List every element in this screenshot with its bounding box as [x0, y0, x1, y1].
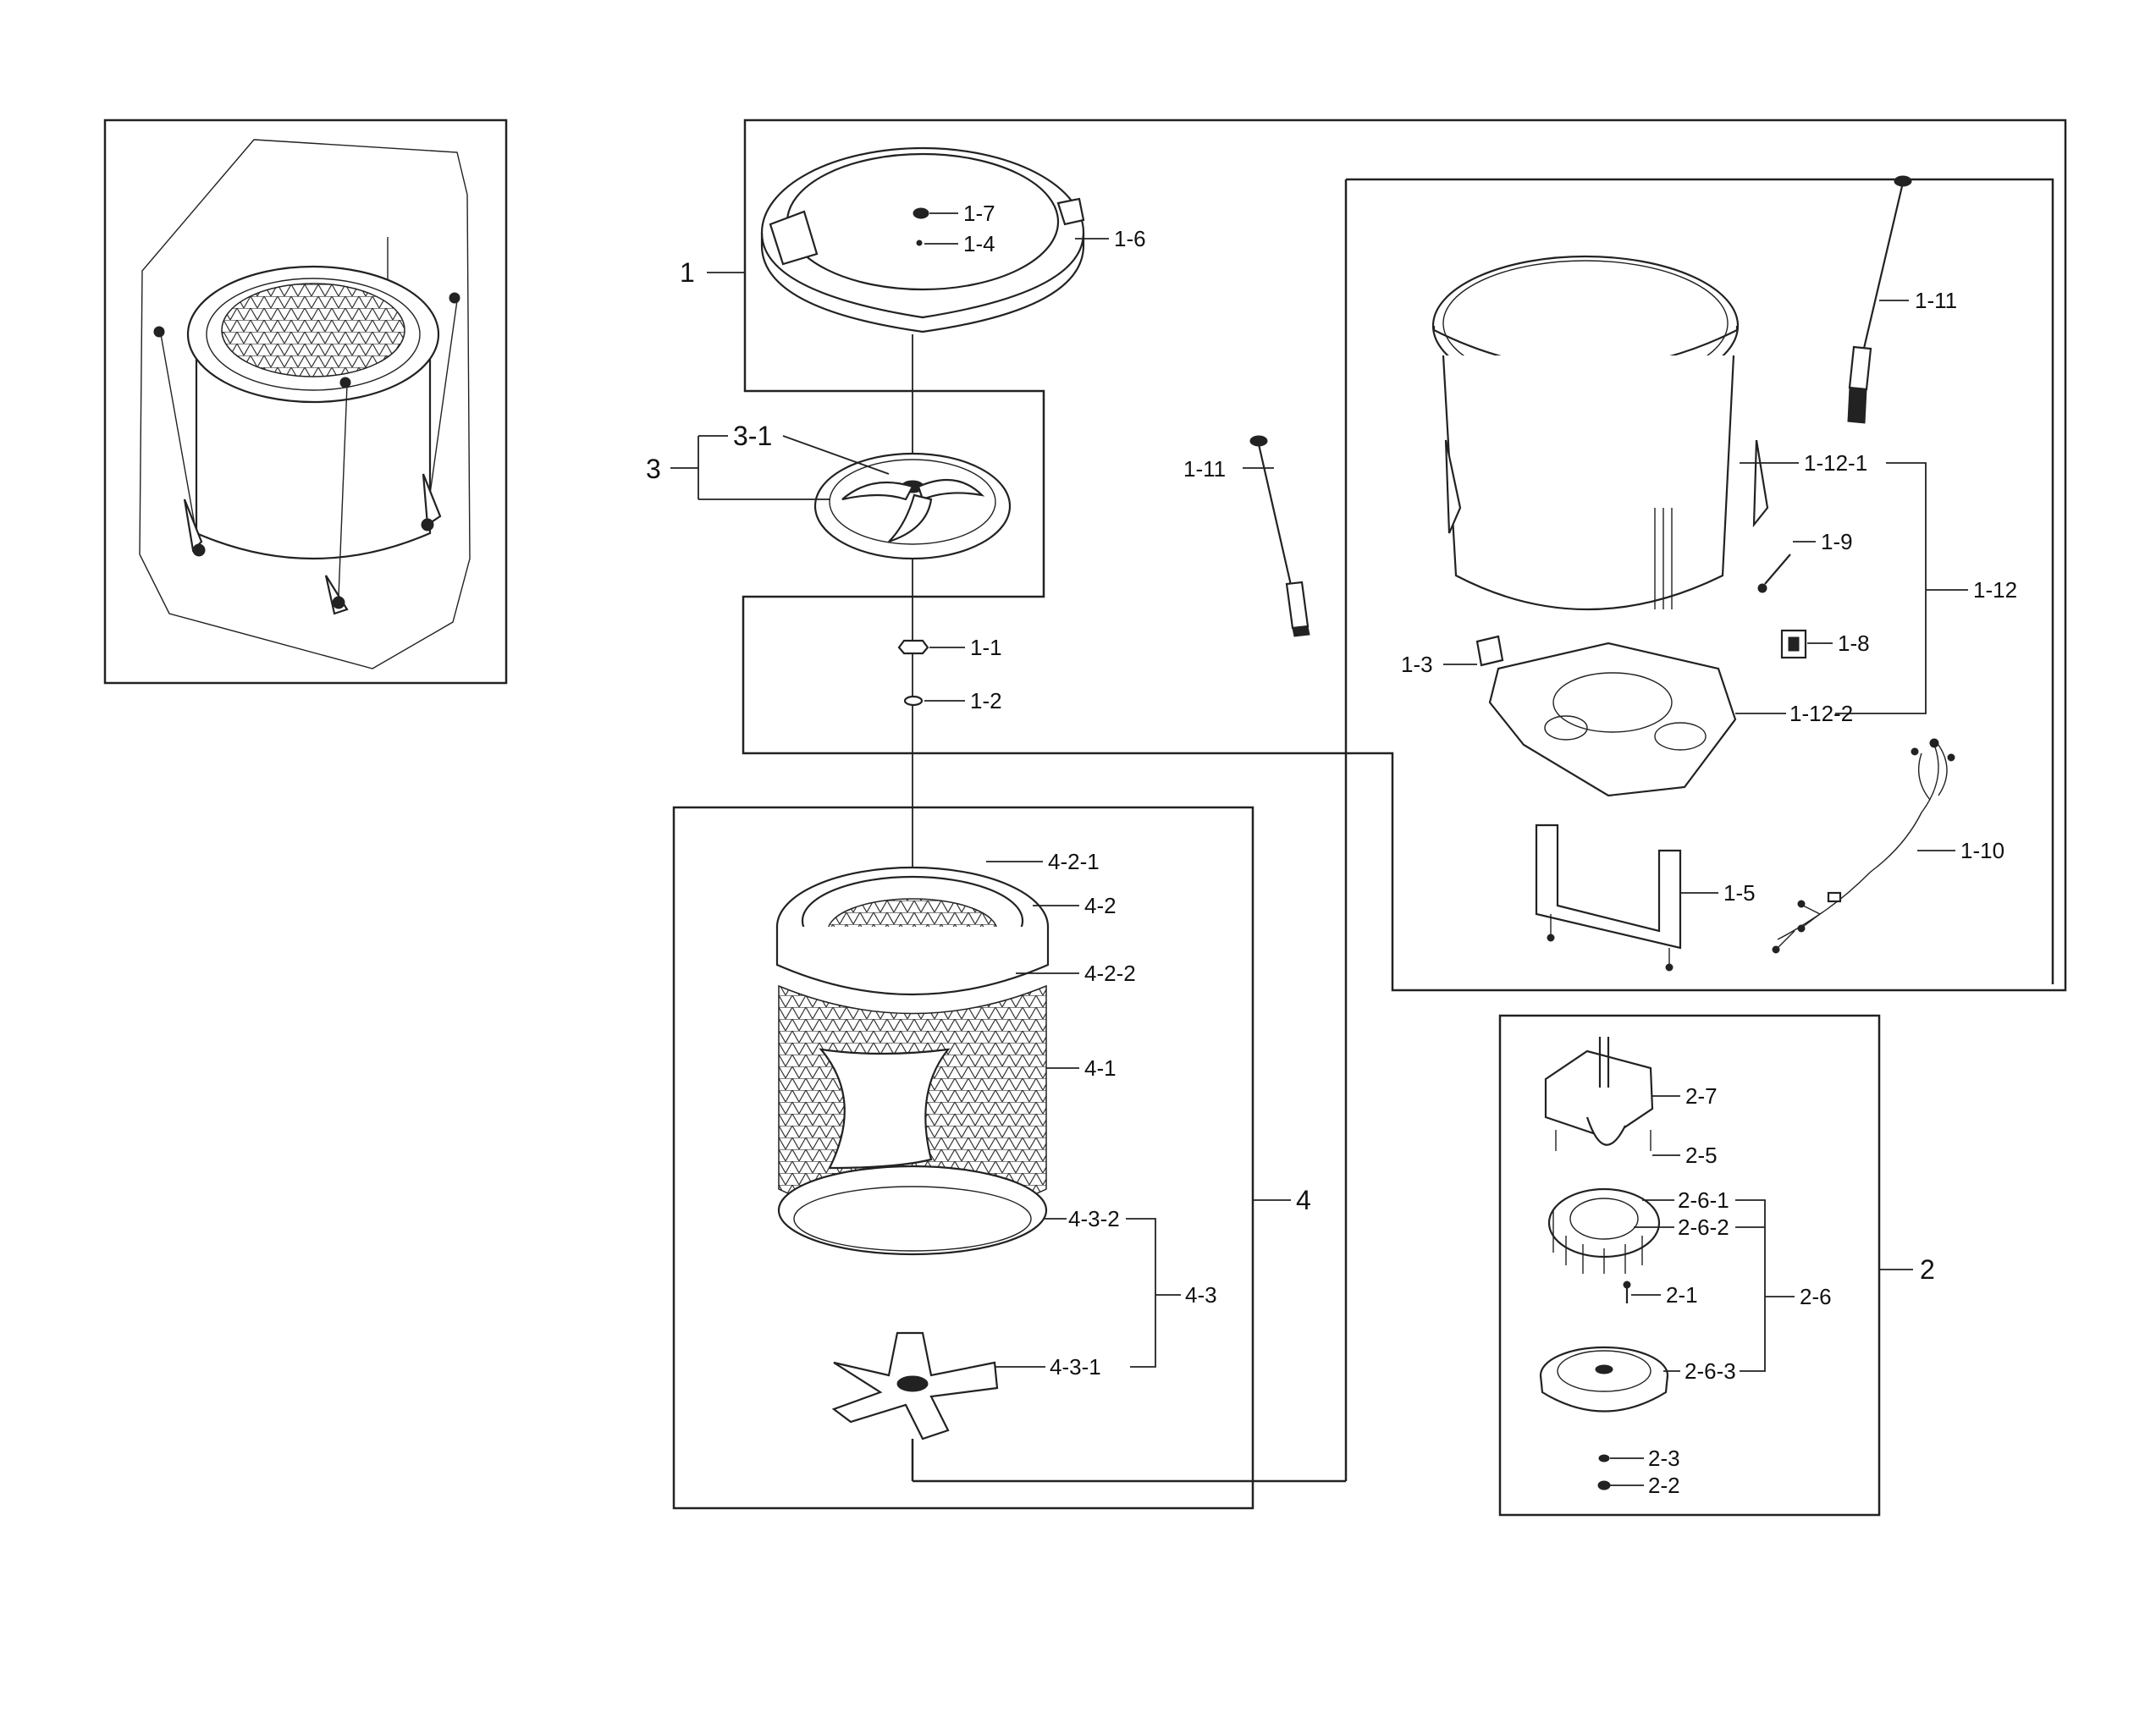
- callout-1-11-left: 1-11: [1183, 456, 1226, 482]
- assembly-1-outline: [742, 118, 2067, 1483]
- callout-4: 4: [1296, 1185, 1311, 1215]
- callout-1-11-right: 1-11: [1915, 288, 1957, 313]
- callout-4-2: 4-2: [1084, 893, 1117, 918]
- callout-3: 3: [646, 454, 661, 484]
- overview-inset: [103, 118, 508, 685]
- callout-1-8: 1-8: [1838, 631, 1870, 656]
- callout-4-2-1: 4-2-1: [1048, 849, 1100, 874]
- callout-4-3: 4-3: [1185, 1282, 1217, 1308]
- assembly-4-frame: [672, 806, 1254, 1510]
- callout-1-6: 1-6: [1114, 226, 1146, 251]
- tub-base-part: [1488, 642, 1737, 797]
- callout-2-2: 2-2: [1648, 1473, 1680, 1498]
- suspension-rod-right: [1847, 175, 1912, 424]
- callout-1-4: 1-4: [963, 231, 995, 256]
- callout-4-3-2: 4-3-2: [1068, 1206, 1120, 1231]
- callout-1-1: 1-1: [970, 635, 1002, 660]
- callout-4-2-2: 4-2-2: [1084, 961, 1136, 986]
- flange-shaft-part: [831, 1331, 999, 1440]
- assembly-2-outline: [1498, 1014, 1881, 1517]
- callout-1-12: 1-12: [1973, 577, 2017, 603]
- callout-1-5: 1-5: [1723, 880, 1756, 906]
- callout-1-12-1: 1-12-1: [1804, 450, 1867, 476]
- rotor-part: [1539, 1346, 1669, 1413]
- assembly-1-frame: [742, 118, 2067, 992]
- motor-bracket-part: [1535, 823, 1682, 972]
- callout-2-3: 2-3: [1648, 1446, 1680, 1471]
- callout-2: 2: [1920, 1254, 1935, 1285]
- assembly-2-frame: [1498, 1014, 1881, 1517]
- callout-labels: 1 1-7 1-4 1-6 3 3-1 1-1 1-2 1-11 1-11 1-…: [646, 201, 2017, 1498]
- callout-1: 1: [680, 257, 695, 288]
- callout-3-1: 3-1: [733, 421, 772, 451]
- tub-cover-part: [760, 146, 1085, 333]
- nut-2-2-part: [1597, 1480, 1611, 1490]
- stator-part: [1547, 1187, 1661, 1274]
- bearing-housing-part: [1544, 1037, 1654, 1151]
- overview-cabinet-outline: [139, 139, 471, 669]
- callout-1-12-2: 1-12-2: [1789, 701, 1853, 726]
- sensor-part: [1757, 554, 1791, 593]
- assembly-4-outline: [672, 806, 1254, 1510]
- pulsator-part: [813, 452, 1012, 560]
- callout-2-6-3: 2-6-3: [1685, 1358, 1736, 1384]
- callout-2-7: 2-7: [1685, 1083, 1718, 1109]
- callout-2-6-2: 2-6-2: [1678, 1215, 1729, 1240]
- callout-2-5: 2-5: [1685, 1143, 1718, 1168]
- overview-frame: [103, 118, 508, 685]
- callout-2-1: 2-1: [1666, 1282, 1698, 1308]
- callout-1-3: 1-3: [1401, 652, 1433, 677]
- drum-part: [775, 866, 1050, 1256]
- washer-part: [903, 695, 924, 707]
- callout-4-3-1: 4-3-1: [1050, 1354, 1101, 1380]
- leader-lines: [670, 212, 1968, 1486]
- callout-1-2: 1-2: [970, 688, 1002, 713]
- callout-4-1: 4-1: [1084, 1055, 1117, 1081]
- suspension-rod-left: [1249, 435, 1310, 637]
- callout-1-9: 1-9: [1821, 529, 1853, 554]
- outer-tub-part: [1431, 255, 1769, 610]
- clip-part: [1475, 635, 1504, 667]
- callout-2-6-1: 2-6-1: [1678, 1187, 1729, 1213]
- bracket-part: [1780, 629, 1807, 659]
- wire-harness-part: [1772, 738, 1955, 954]
- bolt-2-1-part: [1623, 1281, 1631, 1303]
- nut-part: [897, 639, 929, 655]
- callout-2-6: 2-6: [1800, 1284, 1832, 1309]
- washer-2-3-part: [1598, 1454, 1610, 1462]
- overview-washer-illustration: [153, 237, 460, 615]
- callout-1-7: 1-7: [963, 201, 995, 226]
- callout-1-10: 1-10: [1960, 838, 2004, 863]
- assembly-1-12-frame: [1346, 178, 2054, 984]
